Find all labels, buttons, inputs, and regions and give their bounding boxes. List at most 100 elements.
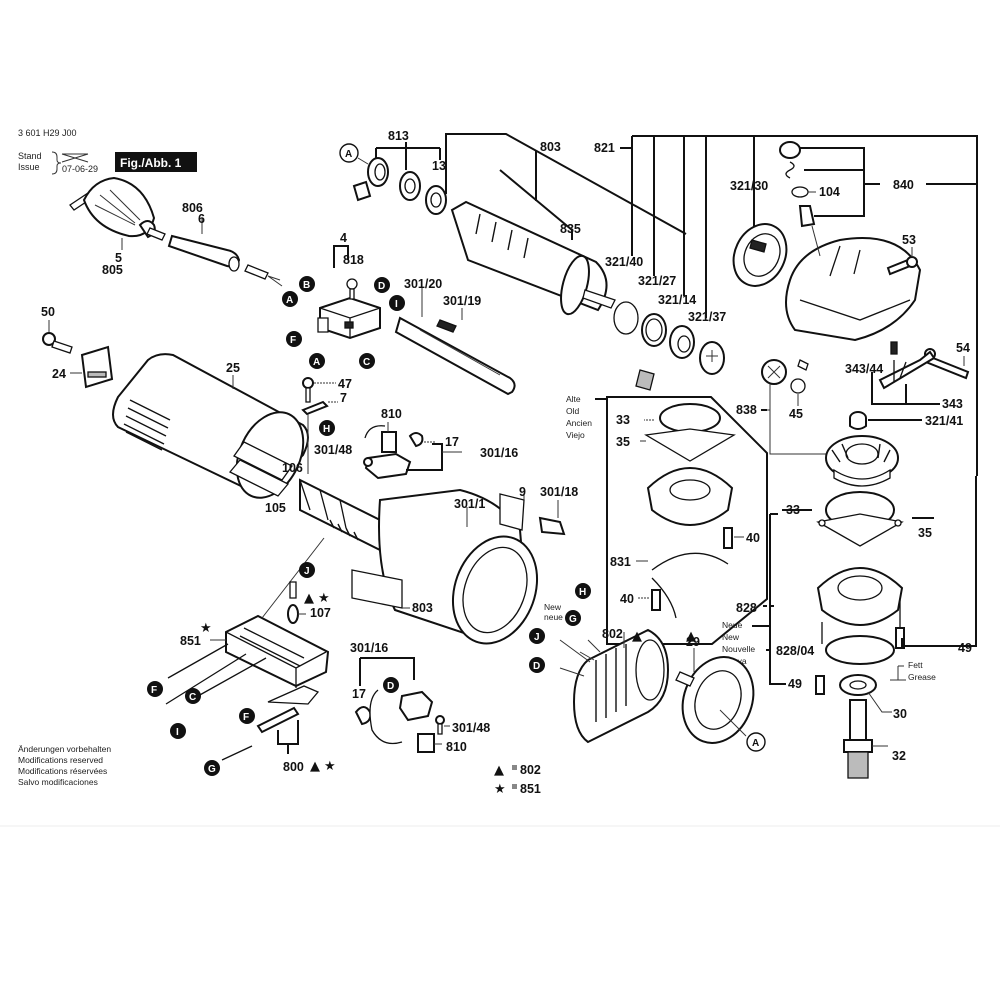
label-plate-106 [233, 441, 293, 481]
label-plate-803 [351, 569, 410, 609]
svg-text:C: C [363, 357, 370, 368]
header-date: 07-06-29 [62, 164, 98, 174]
label-343-44: 343/44 [845, 362, 883, 376]
svg-text:I: I [176, 727, 179, 738]
retaining-ring-321-40 [613, 301, 639, 335]
key-321 [635, 369, 655, 391]
label-301-48-lower: 301/48 [452, 721, 490, 735]
svg-text:neue: neue [544, 612, 563, 622]
label-803: 803 [540, 140, 561, 154]
label-321-37: 321/37 [688, 310, 726, 324]
label-818: 818 [343, 253, 364, 267]
nameplate-9 [499, 493, 525, 531]
circlip-45 [790, 359, 809, 406]
label-9: 9 [519, 485, 526, 499]
connector-J-module: J [299, 562, 315, 578]
connector-I-module: I [170, 723, 186, 739]
svg-text:J: J [534, 632, 540, 643]
label-53: 53 [902, 233, 916, 247]
svg-text:Viejo: Viejo [566, 430, 585, 440]
svg-text:New: New [544, 602, 562, 612]
footer-notice: Änderungen vorbehalten Modifications res… [18, 744, 111, 787]
brush-spring [364, 425, 386, 439]
spring-17 [408, 432, 424, 448]
svg-text:Salvo modificaciones: Salvo modificaciones [18, 777, 98, 787]
star-marker-851: ★ [200, 621, 212, 636]
cord-end [244, 264, 269, 280]
label-301-19: 301/19 [443, 294, 481, 308]
label-301-18: 301/18 [540, 485, 578, 499]
legend-item-triangle: ▲ 802 [494, 763, 541, 778]
label-plate-105 [228, 459, 290, 497]
label-35-old: 35 [616, 435, 630, 449]
grease-note: Fett Grease [890, 660, 936, 682]
switch-rod-301-20 [394, 285, 516, 396]
field-coil-802 [559, 628, 670, 744]
screw-47 [302, 377, 336, 403]
label-802: 802 [602, 627, 623, 641]
label-106: 106 [282, 461, 303, 475]
label-810-lower: 810 [446, 740, 467, 754]
connector-F-switch: F [286, 331, 302, 347]
label-17-upper: 17 [445, 435, 459, 449]
brush-holder-lower [354, 657, 450, 753]
connector-D-field: D [529, 657, 545, 673]
electronic-module-851 [165, 537, 330, 705]
connector-107 [287, 581, 306, 624]
svg-text:Grease: Grease [908, 672, 936, 682]
connector-D-brush: D [383, 677, 399, 693]
svg-text:A: A [345, 149, 352, 160]
label-343: 343 [942, 397, 963, 411]
svg-text:Ancien: Ancien [566, 418, 592, 428]
bearing-flange-new-828 [815, 491, 905, 696]
connector-A-light-top: A [339, 143, 359, 163]
star-marker-107: ★ [318, 591, 330, 606]
screw-50 [42, 320, 73, 354]
connector-F-module: F [147, 681, 163, 697]
carbon-brush-810 [381, 431, 397, 453]
bracket-828 [766, 513, 786, 685]
svg-text:★: ★ [494, 782, 506, 797]
connector-C-switch: C [359, 353, 375, 369]
label-50: 50 [41, 305, 55, 319]
label-803-plate: 803 [412, 601, 433, 615]
mains-plug [82, 176, 156, 238]
bracket-33-35 [782, 509, 934, 519]
svg-text:D: D [533, 661, 540, 672]
connector-A-switch: A [309, 353, 325, 369]
label-54: 54 [956, 341, 970, 355]
svg-text:B: B [303, 280, 310, 291]
legend-item-star: ★ 851 [494, 782, 541, 797]
svg-text:F: F [290, 335, 296, 346]
connector-A-light-bottom: A [746, 732, 766, 752]
triangle-marker-802: ▲ [686, 629, 696, 644]
label-29: 29 [686, 635, 700, 649]
label-301-48-upper: 301/48 [314, 443, 352, 457]
svg-text:F: F [243, 712, 249, 723]
svg-text:851: 851 [520, 782, 541, 796]
svg-text:Fett: Fett [908, 660, 923, 670]
triangle-marker-802-field: ▲ [632, 629, 642, 644]
svg-text:F: F [151, 685, 157, 696]
label-321-40: 321/40 [605, 255, 643, 269]
label-13: 13 [432, 159, 446, 173]
bearing-group-813 [352, 142, 447, 215]
svg-text:Neue: Neue [722, 620, 743, 630]
label-838: 838 [736, 403, 757, 417]
label-835: 835 [560, 222, 581, 236]
label-805: 805 [102, 263, 123, 277]
bracket-821 [620, 135, 978, 476]
label-6: 6 [198, 212, 205, 226]
screw-53 [886, 247, 918, 276]
svg-text:802: 802 [520, 763, 541, 777]
bracket-49-right [901, 476, 977, 647]
label-800: 800 [283, 760, 304, 774]
svg-text:D: D [378, 281, 385, 292]
svg-text:H: H [579, 587, 586, 598]
label-851: 851 [180, 634, 201, 648]
header-brace [51, 151, 62, 175]
connector-F-module-2: F [239, 708, 255, 724]
cord-stub [146, 227, 166, 241]
label-32: 32 [892, 749, 906, 763]
figure-badge [115, 152, 197, 172]
